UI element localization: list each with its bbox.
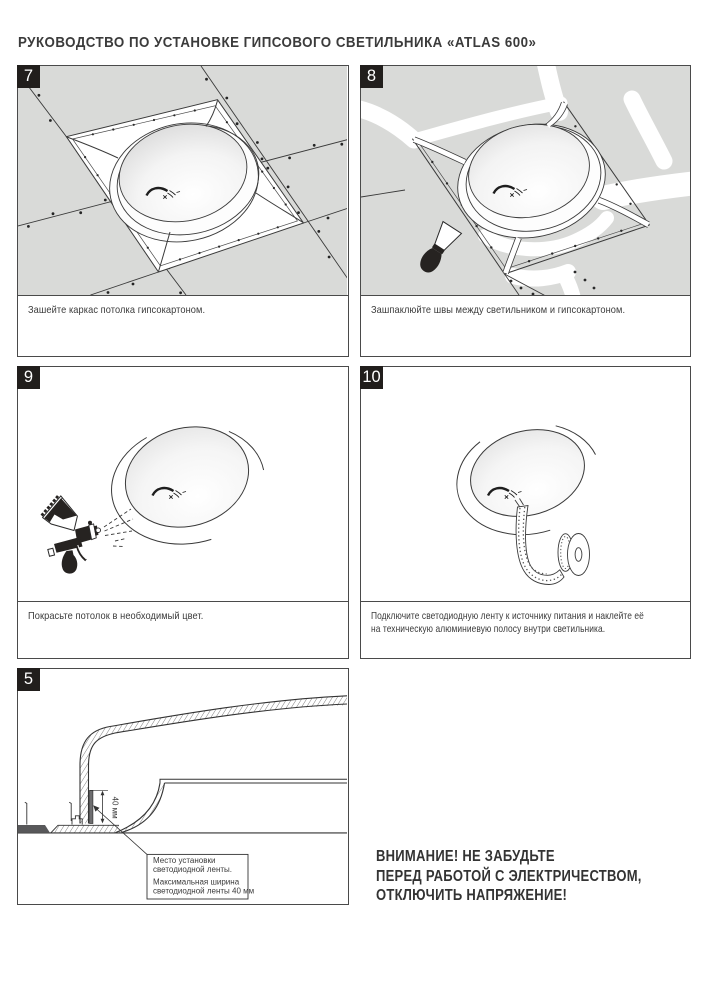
svg-text:40 мм: 40 мм [111,797,120,819]
svg-text:светодиодной ленты 40 мм: светодиодной ленты 40 мм [153,887,254,896]
svg-text:Место установки: Место установки [153,856,215,865]
svg-text:светодиодной ленты.: светодиодной ленты. [153,865,232,874]
svg-text:Максимальная ширина: Максимальная ширина [153,878,240,887]
